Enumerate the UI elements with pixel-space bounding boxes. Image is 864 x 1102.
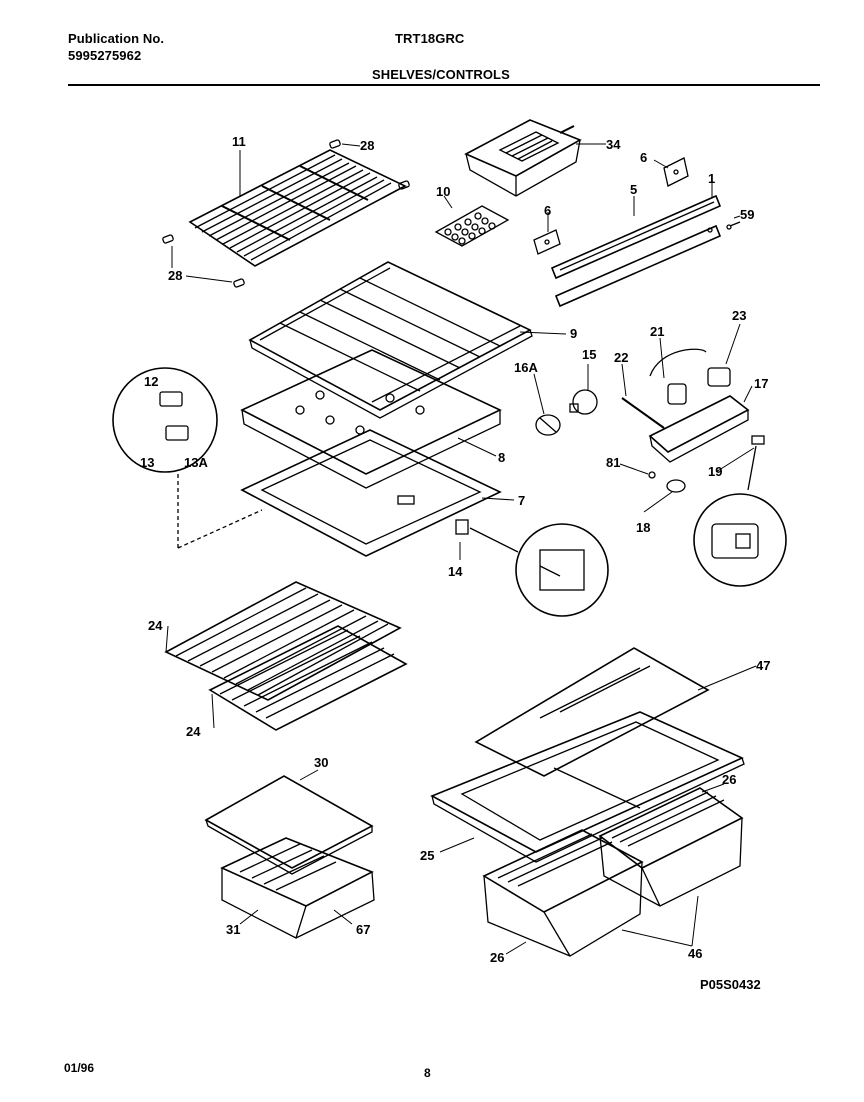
callout-9: 9 [570, 326, 577, 341]
callout-19: 19 [708, 464, 722, 479]
footer-page-number: 8 [424, 1066, 431, 1080]
leader-lines [165, 143, 757, 955]
callout-24-lower: 24 [186, 724, 201, 739]
callout-7: 7 [518, 493, 525, 508]
crisper-pan-26-left [482, 829, 644, 957]
callout-6-lower: 6 [544, 203, 551, 218]
callout-24-upper: 24 [148, 618, 163, 633]
sensor-21 [649, 348, 707, 405]
knob-18 [666, 479, 686, 493]
callout-26-right: 26 [722, 772, 736, 787]
callout-18: 18 [636, 520, 650, 535]
pan-cover-30 [204, 775, 374, 875]
screw-59 [726, 221, 741, 230]
shelf-clip-28 [162, 139, 410, 288]
header-rule [68, 84, 820, 86]
section-title: SHELVES/CONTROLS [372, 67, 510, 82]
frame-7 [240, 429, 502, 557]
ice-tray-34 [464, 119, 582, 197]
crisper-pan-26-right [598, 787, 744, 907]
meat-pan-31 [220, 837, 375, 939]
publication-label: Publication No. [68, 31, 165, 46]
callout-1: 1 [708, 171, 715, 186]
callout-6-upper: 6 [640, 150, 647, 165]
rail-1 [554, 224, 722, 308]
callout-16A: 16A [514, 360, 538, 375]
callout-15: 15 [582, 347, 596, 362]
bulb-15 [569, 389, 598, 415]
bracket-6-lower [533, 229, 561, 255]
callout-46: 46 [688, 946, 702, 961]
callout-labels: 11 28 28 34 6 1 5 10 6 59 9 21 23 16A 15… [140, 134, 770, 992]
wire-shelf-24-upper [164, 581, 402, 701]
egg-tray-10 [434, 205, 510, 247]
callout-31: 31 [226, 922, 240, 937]
switch-14 [455, 519, 609, 617]
model-number: TRT18GRC [395, 31, 465, 46]
detail-circle-12-13 [112, 367, 263, 549]
footer-date: 01/96 [64, 1061, 95, 1075]
callout-25: 25 [420, 848, 434, 863]
rail-5 [550, 194, 722, 280]
callout-17: 17 [754, 376, 768, 391]
glass-cover-47 [474, 647, 710, 777]
callout-12: 12 [144, 374, 158, 389]
callout-59: 59 [740, 207, 754, 222]
callout-67: 67 [356, 922, 370, 937]
callout-11: 11 [232, 134, 246, 149]
socket-16A [535, 414, 561, 436]
callout-21: 21 [650, 324, 664, 339]
publication-number: 5995275962 [68, 48, 142, 63]
wire-shelf-24-lower [208, 625, 408, 731]
drawing-code: P05S0432 [700, 977, 761, 992]
callout-47: 47 [756, 658, 770, 673]
callout-13: 13 [140, 455, 154, 470]
callout-14: 14 [448, 564, 463, 579]
callout-28-bottom: 28 [168, 268, 182, 283]
wire-shelf-11 [188, 149, 407, 267]
bracket-6-upper [663, 157, 689, 187]
light-housing-8 [240, 349, 502, 489]
callout-8: 8 [498, 450, 505, 465]
callout-28-top: 28 [360, 138, 374, 153]
lamp-switch-19 [693, 435, 787, 587]
thermostat-23 [707, 367, 731, 387]
control-housing-17 [648, 395, 750, 463]
callout-26-left: 26 [490, 950, 504, 965]
callout-5: 5 [630, 182, 637, 197]
callout-10: 10 [436, 184, 450, 199]
rod-22 [621, 397, 665, 429]
callout-22: 22 [614, 350, 628, 365]
callout-30: 30 [314, 755, 328, 770]
callout-81: 81 [606, 455, 620, 470]
crisper-frame-25 [430, 711, 745, 863]
glass-shelf-9 [248, 261, 533, 419]
screw-81 [648, 471, 656, 479]
callout-34: 34 [606, 137, 621, 152]
callout-13A: 13A [184, 455, 208, 470]
callout-23: 23 [732, 308, 746, 323]
